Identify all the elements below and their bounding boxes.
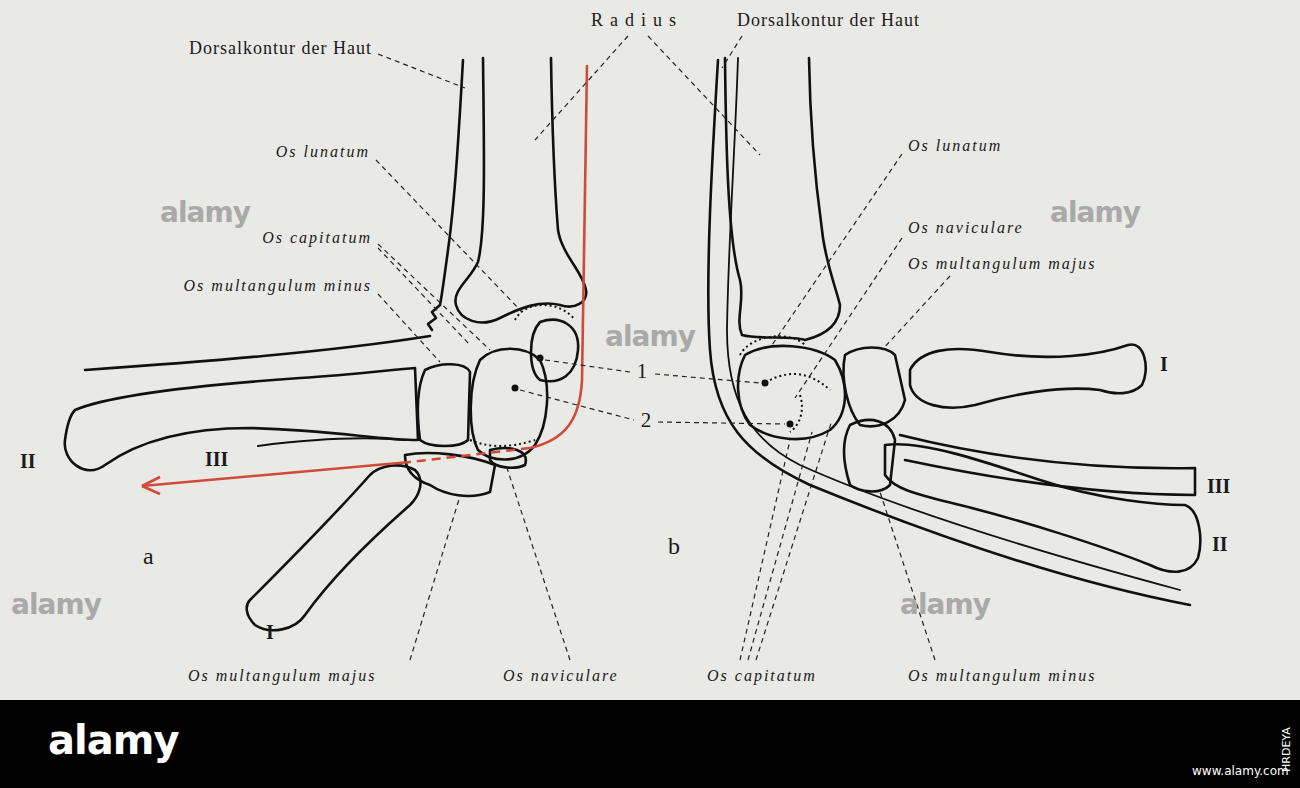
bone-label: Os naviculare (503, 666, 619, 685)
watermark: alamy (1050, 196, 1140, 230)
watermark: alamy (11, 588, 101, 622)
bone-outlines (65, 58, 1200, 630)
watermark: alamy (605, 320, 695, 354)
watermark: alamy (48, 716, 178, 764)
bone-label: Os multangulum majus (188, 666, 376, 685)
footer-bar (0, 700, 1300, 788)
metacarpal-number: I (266, 620, 274, 644)
bone-label: Os capitatum (707, 666, 817, 685)
leader-lines (376, 36, 950, 660)
bone-label: Os multangulum majus (908, 254, 1096, 273)
skin-contour-label: Dorsalkontur der Haut (189, 38, 372, 60)
metacarpal-number: III (205, 447, 228, 471)
metacarpal-number: II (1212, 532, 1228, 556)
bone-label: Os multangulum minus (184, 276, 372, 295)
skin-contour-label: Dorsalkontur der Haut (737, 10, 920, 32)
bone-label: Radius (591, 10, 683, 32)
bone-label: Os naviculare (908, 218, 1024, 237)
metacarpal-number: II (20, 449, 36, 473)
dotted-contours (470, 305, 830, 446)
bone-label: Os multangulum minus (908, 666, 1096, 685)
figure-letter: b (668, 532, 680, 561)
figure-letter: a (143, 542, 154, 571)
bone-label: Os lunatum (908, 136, 1002, 155)
bone-label: Os capitatum (262, 228, 372, 247)
watermark: alamy (160, 196, 250, 230)
callout-number: 2 (641, 408, 652, 433)
callout-number: 1 (637, 359, 648, 384)
metacarpal-number: III (1207, 474, 1230, 498)
tendon-path (142, 65, 587, 494)
center-dots (512, 355, 794, 428)
metacarpal-number: I (1160, 352, 1168, 376)
watermark: HRDEYA (1280, 727, 1293, 772)
watermark: alamy (900, 588, 990, 622)
watermark: www.alamy.com (1192, 764, 1289, 778)
bone-label: Os lunatum (276, 142, 370, 161)
